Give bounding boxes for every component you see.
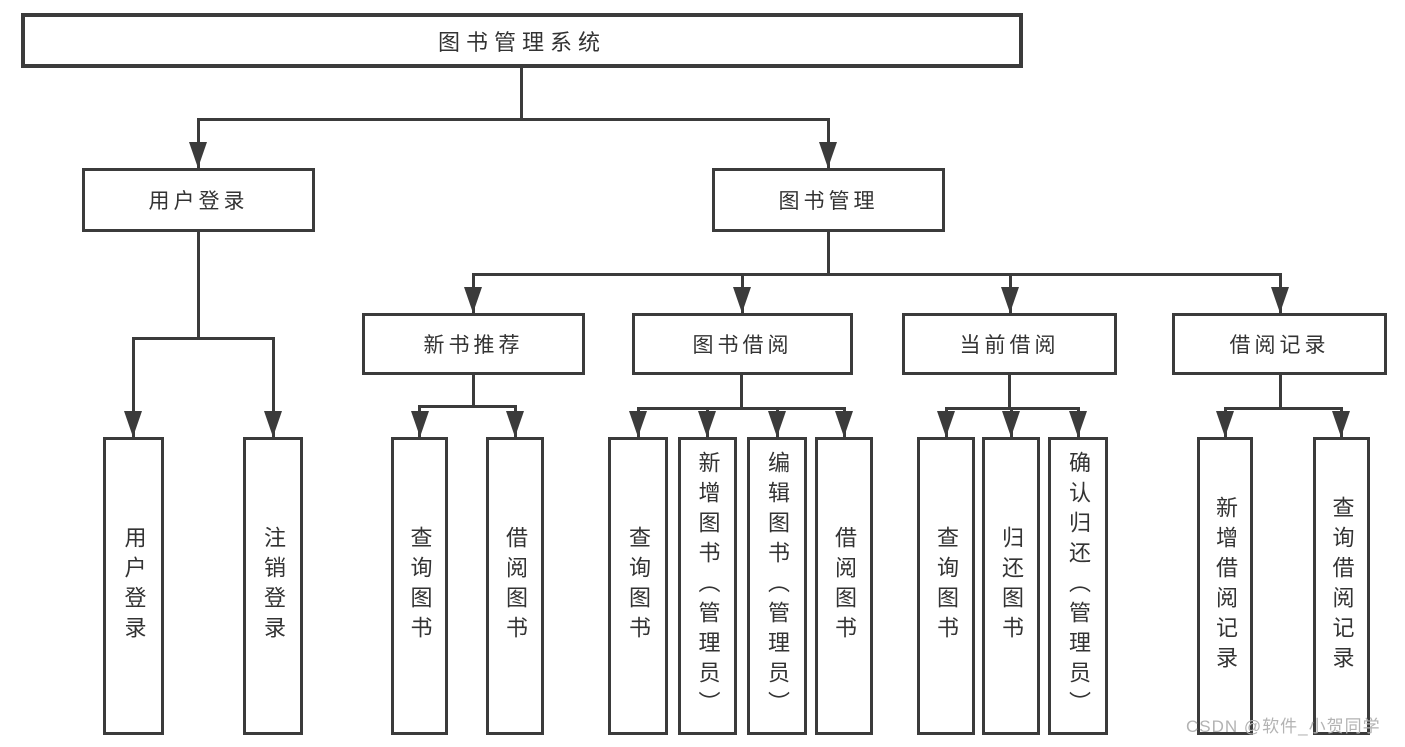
leaf-current-query-books: 查询图书 <box>917 437 975 735</box>
node-label: 归还图书 <box>999 526 1024 646</box>
node-label: 查询借阅记录 <box>1329 496 1355 676</box>
leaf-logout: 注销登录 <box>243 437 303 735</box>
arrowhead-down-icon <box>629 411 647 437</box>
connector-line <box>1279 373 1282 410</box>
node-label: 当前借阅 <box>959 334 1060 357</box>
arrowhead-down-icon <box>937 411 955 437</box>
leaf-records-query-record: 查询借阅记录 <box>1313 437 1370 735</box>
connector-line <box>472 373 475 407</box>
connector-line <box>1224 407 1343 410</box>
leaf-user-login: 用户登录 <box>103 437 164 735</box>
node-root: 图书管理系统 <box>21 13 1023 68</box>
leaf-records-add-record: 新增借阅记录 <box>1197 437 1253 735</box>
leaf-borrow-query-books: 查询图书 <box>608 437 668 735</box>
node-label: 查询图书 <box>407 526 433 646</box>
connector-line <box>827 230 830 275</box>
leaf-borrow-edit-books-admin: 编辑图书（管理员） <box>747 437 807 735</box>
arrowhead-down-icon <box>698 411 716 437</box>
node-label: 新增借阅记录 <box>1213 496 1238 676</box>
arrowhead-down-icon <box>733 287 751 313</box>
connector-line <box>418 405 517 408</box>
node-label: 新书推荐 <box>423 334 524 357</box>
node-user-login: 用户登录 <box>82 168 315 232</box>
connector-line <box>740 373 743 410</box>
node-label: 注销登录 <box>261 526 286 646</box>
arrowhead-down-icon <box>264 411 282 437</box>
node-label: 查询图书 <box>934 526 959 646</box>
arrowhead-down-icon <box>835 411 853 437</box>
arrowhead-down-icon <box>819 142 837 168</box>
connector-line <box>197 118 830 121</box>
arrowhead-down-icon <box>768 411 786 437</box>
node-label: 编辑图书（管理员） <box>765 451 790 721</box>
arrowhead-down-icon <box>1332 411 1350 437</box>
arrowhead-down-icon <box>506 411 524 437</box>
arrowhead-down-icon <box>1002 411 1020 437</box>
node-label: 图书管理系统 <box>437 29 606 55</box>
leaf-borrow-add-books-admin: 新增图书（管理员） <box>678 437 737 735</box>
node-label: 借阅图书 <box>832 526 857 646</box>
node-label: 确认归还（管理员） <box>1066 451 1091 721</box>
leaf-recommend-query-books: 查询图书 <box>391 437 448 735</box>
leaf-current-confirm-return-admin: 确认归还（管理员） <box>1048 437 1108 735</box>
connector-line <box>637 407 846 410</box>
arrowhead-down-icon <box>411 411 429 437</box>
connector-line <box>1008 373 1011 410</box>
node-label: 借阅图书 <box>503 526 528 646</box>
connector-line <box>197 230 200 340</box>
connector-line <box>132 337 135 437</box>
arrowhead-down-icon <box>1216 411 1234 437</box>
arrowhead-down-icon <box>124 411 142 437</box>
node-label: 新增图书（管理员） <box>695 451 721 721</box>
node-label: 借阅记录 <box>1229 334 1330 357</box>
node-label: 图书管理 <box>778 190 879 213</box>
node-book-borrowing: 图书借阅 <box>632 313 853 375</box>
connector-line <box>472 273 1281 276</box>
leaf-recommend-borrow-books: 借阅图书 <box>486 437 544 735</box>
connector-line <box>132 337 275 340</box>
node-current-borrowing: 当前借阅 <box>902 313 1117 375</box>
watermark-text: CSDN @软件_小贺同学 <box>1186 717 1381 736</box>
node-label: 用户登录 <box>148 190 249 213</box>
arrowhead-down-icon <box>1001 287 1019 313</box>
node-label: 查询图书 <box>626 526 651 646</box>
connector-line <box>272 337 275 437</box>
node-book-management: 图书管理 <box>712 168 945 232</box>
arrowhead-down-icon <box>189 142 207 168</box>
leaf-current-return-books: 归还图书 <box>982 437 1040 735</box>
node-label: 图书借阅 <box>692 334 793 357</box>
node-borrowing-records: 借阅记录 <box>1172 313 1387 375</box>
arrowhead-down-icon <box>1271 287 1289 313</box>
node-label: 用户登录 <box>121 526 147 646</box>
connector-line <box>520 66 523 120</box>
leaf-borrow-borrow-books: 借阅图书 <box>815 437 873 735</box>
arrowhead-down-icon <box>464 287 482 313</box>
arrowhead-down-icon <box>1069 411 1087 437</box>
node-new-book-recommendation: 新书推荐 <box>362 313 585 375</box>
